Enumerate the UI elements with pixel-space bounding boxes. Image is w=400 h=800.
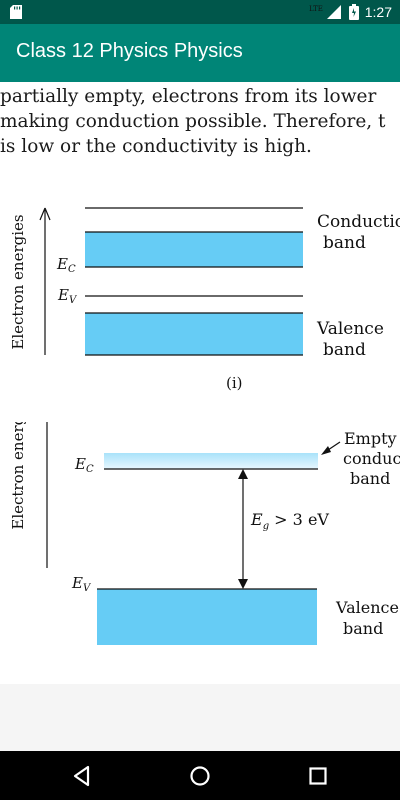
- status-bar: LTE 1:27: [0, 0, 400, 24]
- energy-band-figure-i: Electron energies EC EV Conduction band …: [9, 207, 400, 392]
- paragraph-text: partially empty, electrons from its lowe…: [0, 84, 400, 159]
- conduction-band: [85, 232, 303, 267]
- valence-band-label-1: Valence: [316, 319, 384, 339]
- empty-band-label-1: Empty: [344, 429, 397, 448]
- y-axis-arrowhead: [39, 207, 51, 221]
- figure-caption-i: (i): [226, 374, 243, 392]
- bottom-spacer: [0, 684, 400, 751]
- app-title: Class 12 Physics Physics: [16, 40, 243, 62]
- paragraph-line: is low or the conductivity is high.: [0, 136, 312, 157]
- valence-band-label-2: band: [343, 619, 383, 638]
- empty-band-label-3: band: [350, 469, 390, 488]
- y-axis-label: Electron energies: [9, 422, 27, 530]
- lte-signal-icon: LTE: [309, 5, 341, 19]
- clock-time: 1:27: [364, 4, 392, 20]
- empty-band-label-2: conduction: [343, 449, 400, 468]
- ec-label: EC: [74, 455, 94, 475]
- conduction-band-label-2: band: [323, 233, 366, 253]
- valence-band: [97, 589, 317, 645]
- valence-band-label-2: band: [323, 340, 366, 360]
- band-gap-label: Eg > 3 eV: [250, 510, 329, 532]
- back-icon[interactable]: [69, 763, 95, 789]
- energy-band-figure-b: Electron energies EC EV Eg > 3 eV Empty …: [9, 422, 400, 645]
- valence-band-label-1: Valence: [335, 598, 399, 617]
- ev-label: EV: [71, 574, 92, 594]
- recents-icon[interactable]: [305, 763, 331, 789]
- empty-conduction-band: [104, 453, 318, 469]
- content-area[interactable]: partially empty, electrons from its lowe…: [0, 82, 400, 684]
- paragraph-line: making conduction possible. Therefore, t: [0, 111, 386, 132]
- home-icon[interactable]: [187, 763, 213, 789]
- battery-icon: [348, 4, 359, 20]
- conduction-band-label-1: Conduction: [317, 212, 400, 232]
- sd-card-icon: [10, 5, 22, 19]
- ev-label: EV: [57, 286, 78, 306]
- y-axis-label: Electron energies: [9, 214, 27, 349]
- navigation-bar: [0, 751, 400, 800]
- app-bar: Class 12 Physics Physics: [0, 24, 400, 82]
- ec-label: EC: [56, 255, 76, 275]
- paragraph-line: partially empty, electrons from its lowe…: [0, 86, 377, 107]
- valence-band: [85, 313, 303, 355]
- network-type-label: LTE: [309, 5, 323, 13]
